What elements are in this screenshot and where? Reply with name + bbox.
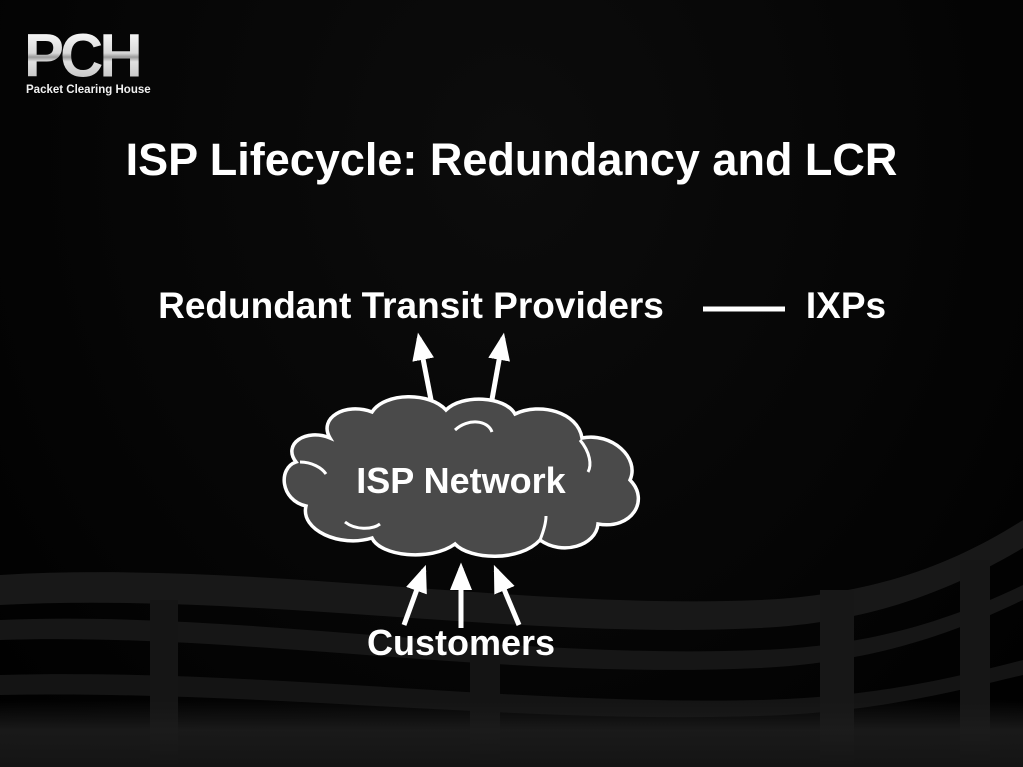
logo-letters: PCH xyxy=(24,21,143,90)
slide-title: ISP Lifecycle: Redundancy and LCR xyxy=(125,134,898,185)
transit-providers-label: Redundant Transit Providers xyxy=(158,285,664,326)
customer-arrow-right xyxy=(493,564,522,626)
logo-tagline: Packet Clearing House xyxy=(26,84,151,96)
uplink-arrow-left xyxy=(412,332,435,406)
isp-network-label: ISP Network xyxy=(356,460,566,501)
customers-label: Customers xyxy=(367,622,555,663)
uplink-arrow-right xyxy=(488,332,510,406)
isp-network-cloud xyxy=(282,395,641,558)
ixps-label: IXPs xyxy=(806,285,886,326)
pch-logo: PCH Packet Clearing House xyxy=(24,21,186,102)
customer-arrow-left xyxy=(401,564,427,626)
